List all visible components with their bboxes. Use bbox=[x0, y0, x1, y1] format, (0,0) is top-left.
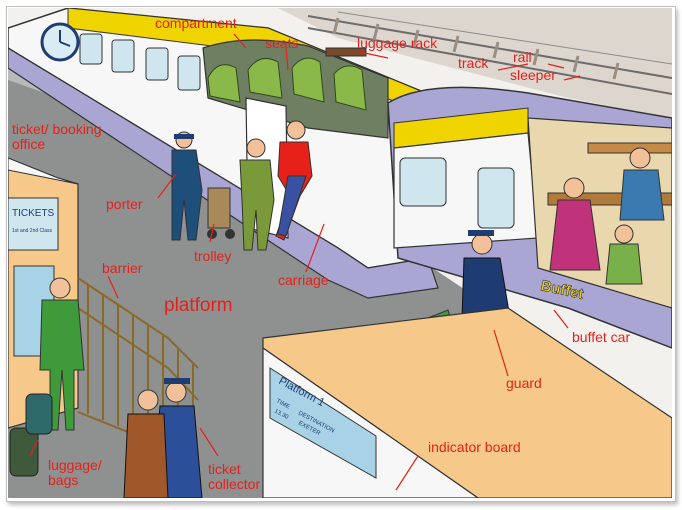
label-luggage-bags: luggage/ bags bbox=[48, 457, 102, 488]
label-porter: porter bbox=[106, 196, 143, 212]
luggage-bags bbox=[9, 393, 53, 477]
label-rail: rail bbox=[513, 49, 532, 65]
label-ticket-office: ticket/ booking office bbox=[12, 121, 102, 152]
ticket-collector-figure bbox=[123, 378, 203, 498]
train-carriage bbox=[8, 8, 439, 299]
label-luggage-rack: luggage rack bbox=[357, 35, 438, 51]
passenger-green bbox=[239, 138, 275, 251]
porter-figure bbox=[171, 131, 203, 241]
label-track: track bbox=[458, 55, 489, 71]
label-trolley: trolley bbox=[194, 248, 232, 264]
station-clock bbox=[40, 22, 80, 62]
label-carriage: carriage bbox=[278, 272, 329, 288]
tickets-sign-text: TICKETS bbox=[12, 208, 55, 219]
buffet-customers bbox=[549, 147, 665, 285]
luggage-rack-bag bbox=[325, 47, 367, 57]
indicator-board: Platform 1 TIME DESTINATION 13.30 EXETER bbox=[262, 307, 672, 498]
label-indicator-board: indicator board bbox=[428, 439, 521, 455]
label-compartment: compartment bbox=[155, 15, 237, 31]
label-ticket-collector: ticket collector bbox=[208, 461, 261, 492]
label-guard: guard bbox=[506, 375, 542, 391]
tickets-sign bbox=[8, 197, 59, 251]
trolley bbox=[207, 187, 235, 239]
label-sleeper: sleeper bbox=[510, 67, 556, 83]
railway-station-scene: TICKETS 1st and 2nd Class bbox=[8, 8, 672, 498]
leader-lines bbox=[29, 33, 581, 491]
label-seats: seats bbox=[265, 35, 299, 51]
label-platform: platform bbox=[164, 295, 233, 316]
passenger-red bbox=[275, 120, 313, 241]
tickets-sign-subtext: 1st and 2nd Class bbox=[12, 228, 53, 234]
label-buffet-car: buffet car bbox=[572, 329, 631, 345]
label-barrier: barrier bbox=[102, 260, 143, 276]
far-track bbox=[278, 8, 672, 118]
